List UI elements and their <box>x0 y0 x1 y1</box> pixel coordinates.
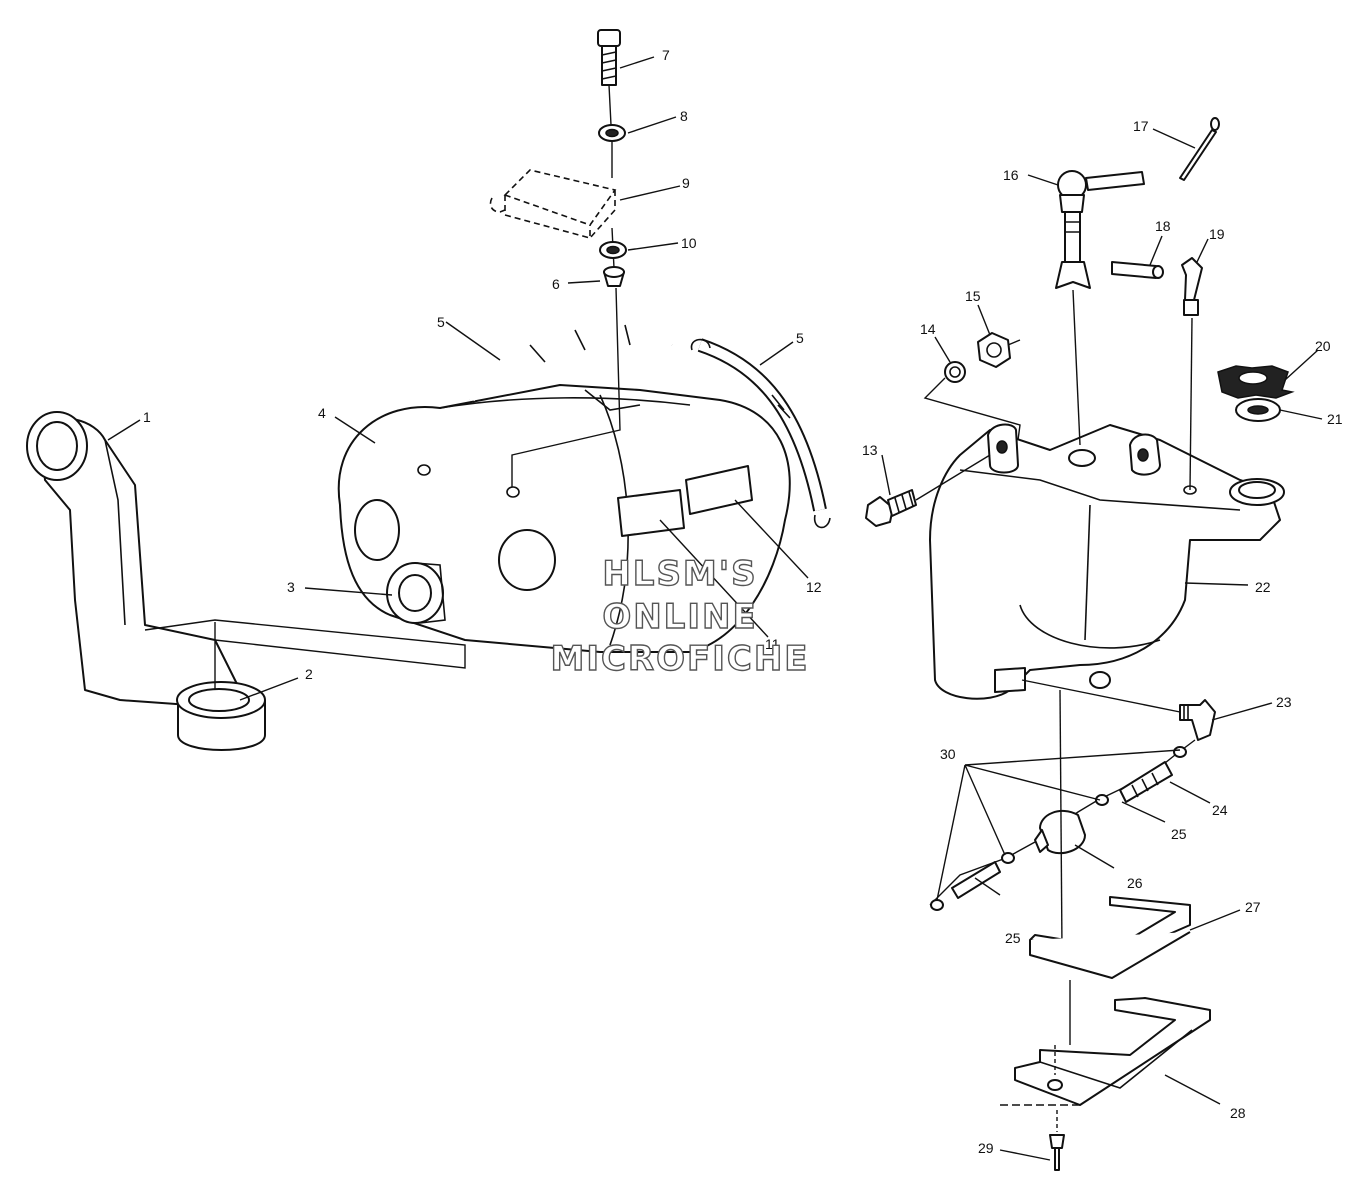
callout-28: 28 <box>1230 1105 1246 1121</box>
callout-25-lower: 25 <box>1005 930 1021 946</box>
washer-bottom <box>599 241 627 259</box>
grommet-small <box>603 266 625 287</box>
cap-seal <box>1235 398 1281 422</box>
dipstick <box>1179 117 1220 181</box>
callout-17: 17 <box>1133 118 1149 134</box>
callout-16: 16 <box>1003 167 1019 183</box>
callout-1: 1 <box>143 409 151 425</box>
callout-5-right: 5 <box>796 330 804 346</box>
callout-30: 30 <box>940 746 956 762</box>
washer-top <box>598 124 626 142</box>
callout-leaders <box>107 56 1323 1161</box>
check-valve <box>1119 761 1173 803</box>
callout-29: 29 <box>978 1140 994 1156</box>
callout-23: 23 <box>1276 694 1292 710</box>
oil-reservoir <box>929 423 1285 700</box>
mount-bracket <box>489 169 617 240</box>
watermark-line-1: HLSM'S <box>602 554 757 594</box>
callout-13: 13 <box>862 442 878 458</box>
callout-9: 9 <box>682 175 690 191</box>
oil-cap-sender <box>1055 170 1145 289</box>
callout-2: 2 <box>305 666 313 682</box>
hose-clamps <box>930 746 1187 911</box>
callout-19: 19 <box>1209 226 1225 242</box>
callout-21: 21 <box>1327 411 1343 427</box>
elbow-fitting <box>1181 257 1203 316</box>
callout-7: 7 <box>662 47 670 63</box>
callout-14: 14 <box>920 321 936 337</box>
callout-20: 20 <box>1315 338 1331 354</box>
decals <box>617 465 753 537</box>
tank-bolt <box>865 489 917 527</box>
callout-25-upper: 25 <box>1171 826 1187 842</box>
vent-hose-left <box>465 320 676 402</box>
callout-22: 22 <box>1255 579 1271 595</box>
filler-cap <box>1217 365 1295 399</box>
vent-hose-right <box>690 338 831 529</box>
watermark-line-2: ONLINE <box>602 597 757 637</box>
callout-27: 27 <box>1245 899 1261 915</box>
callout-15: 15 <box>965 288 981 304</box>
watermark: HLSM'S ONLINE MICROFICHE <box>550 553 809 679</box>
callout-8: 8 <box>680 108 688 124</box>
mounting-bracket <box>1014 997 1211 1106</box>
hex-nut <box>977 332 1011 368</box>
rivet <box>1049 1134 1065 1171</box>
callout-6: 6 <box>552 276 560 292</box>
callout-labels: 1 2 3 4 5 5 6 7 8 9 10 11 12 13 14 15 16… <box>143 47 1343 1156</box>
callout-5-left: 5 <box>437 314 445 330</box>
outlet-fitting <box>1179 699 1216 741</box>
callout-12: 12 <box>806 579 822 595</box>
callout-10: 10 <box>681 235 697 251</box>
filler-neck-hose <box>26 411 241 706</box>
callout-24: 24 <box>1212 802 1228 818</box>
callout-4: 4 <box>318 405 326 421</box>
callout-11: 11 <box>765 636 780 652</box>
hose-segment <box>951 861 1001 899</box>
callout-3: 3 <box>287 579 295 595</box>
filler-neck-collar <box>176 681 266 751</box>
mount-bolt <box>597 29 621 86</box>
callout-18: 18 <box>1155 218 1171 234</box>
lock-washer <box>944 361 966 383</box>
grommet <box>386 562 446 624</box>
oil-line <box>1111 261 1164 279</box>
watermark-line-3: MICROFICHE <box>550 639 809 679</box>
oil-filter <box>1034 809 1086 855</box>
callout-26: 26 <box>1127 875 1143 891</box>
retaining-strap <box>1029 896 1191 979</box>
